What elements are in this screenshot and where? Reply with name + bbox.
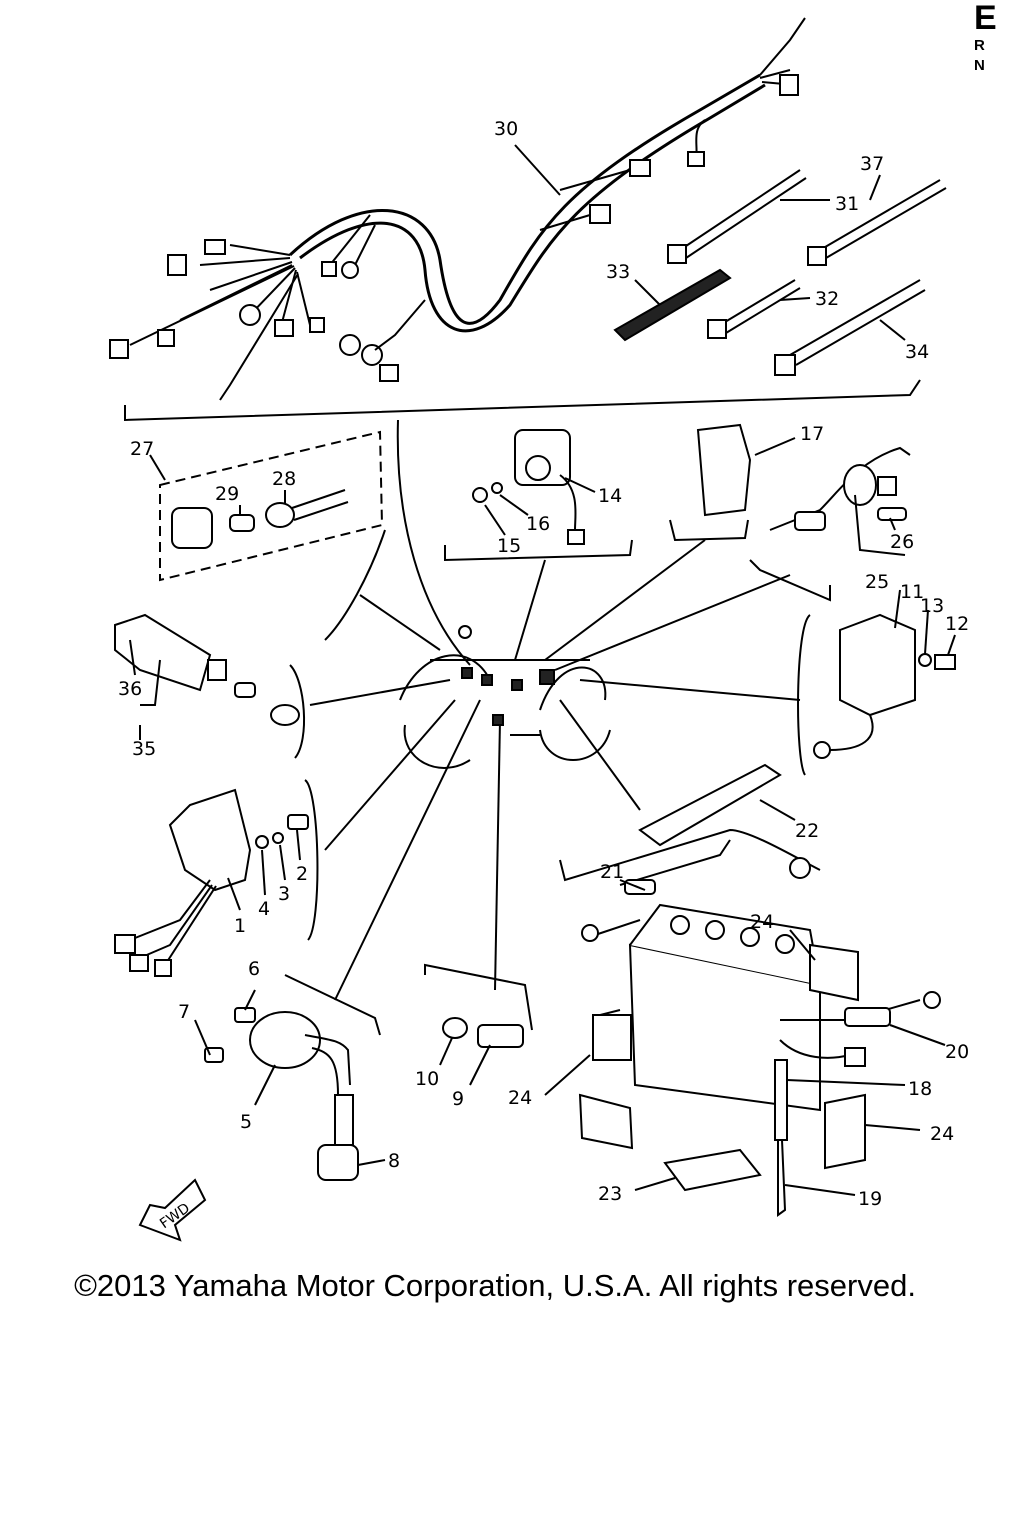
callout-15: 15 <box>497 535 521 557</box>
battery-drawing <box>544 839 941 1217</box>
part-36-main-switch <box>114 613 305 759</box>
callout-26: 26 <box>890 531 914 553</box>
callout-29: 29 <box>215 483 239 505</box>
part-5-ignition-coil <box>204 974 381 1181</box>
group-27-bracket <box>324 529 386 641</box>
callout-13: 13 <box>920 595 944 617</box>
part-17-fuse-box <box>669 423 752 542</box>
copyright-notice: ©2013 Yamaha Motor Corporation, U.S.A. A… <box>74 1268 916 1303</box>
part-11-rectifier <box>797 613 956 776</box>
callout-2: 2 <box>296 863 308 885</box>
callout-7: 7 <box>178 1001 190 1023</box>
callout-10: 10 <box>415 1068 439 1090</box>
callout-36: 36 <box>118 678 142 700</box>
group-27-dashed-box <box>159 430 384 582</box>
callout-30: 30 <box>494 118 518 140</box>
cable-bands-drawing <box>613 169 947 376</box>
callout-19: 19 <box>858 1188 882 1210</box>
callout-11: 11 <box>900 581 924 603</box>
fwd-arrow: FWD <box>138 1178 207 1242</box>
callout-27: 27 <box>130 438 154 460</box>
part-14-relay <box>444 429 633 562</box>
callout-6: 6 <box>248 958 260 980</box>
callout-35: 35 <box>132 738 156 760</box>
corner-title-letter: E <box>974 0 997 37</box>
part-1-cdi-unit <box>114 779 319 977</box>
part-25-fuse-holder <box>749 446 911 602</box>
callout-23: 23 <box>598 1183 622 1205</box>
callout-9: 9 <box>452 1088 464 1110</box>
corner-title-line-2: N <box>974 57 985 74</box>
callout-34: 34 <box>905 341 929 363</box>
part-9-neutral-switch <box>424 963 533 1048</box>
wire-harness-drawing <box>109 17 806 401</box>
callout-24-top: 24 <box>750 911 774 933</box>
callout-1: 1 <box>234 915 246 937</box>
callout-14: 14 <box>598 485 622 507</box>
callout-24-right: 24 <box>930 1123 954 1145</box>
callout-21: 21 <box>600 861 624 883</box>
harness-group-bracket <box>124 379 921 422</box>
callout-16: 16 <box>526 513 550 535</box>
callout-4: 4 <box>258 898 270 920</box>
callout-25: 25 <box>865 571 889 593</box>
callout-28: 28 <box>272 468 296 490</box>
callout-8: 8 <box>388 1150 400 1172</box>
callout-5: 5 <box>240 1111 252 1133</box>
callout-31: 31 <box>835 193 859 215</box>
callout-leaders <box>129 144 956 1196</box>
callout-33: 33 <box>606 261 630 283</box>
callout-32: 32 <box>815 288 839 310</box>
exploded-parts-diagram: FWD <box>109 17 969 1242</box>
callout-12: 12 <box>945 613 969 635</box>
callout-3: 3 <box>278 883 290 905</box>
callout-24-left: 24 <box>508 1087 532 1109</box>
corner-title-line-1: R <box>974 37 985 54</box>
callout-20: 20 <box>945 1041 969 1063</box>
leader-lines <box>309 419 801 1001</box>
callout-37: 37 <box>860 153 884 175</box>
callout-22: 22 <box>795 820 819 842</box>
callout-17: 17 <box>800 423 824 445</box>
callout-labels: 30 37 31 33 32 34 27 29 28 14 16 15 17 2… <box>118 118 969 1210</box>
part-22-battery-band <box>559 763 821 882</box>
vehicle-frame-outline <box>399 625 611 769</box>
callout-18: 18 <box>908 1078 932 1100</box>
corner-title-fragment: E R N <box>974 0 1024 110</box>
